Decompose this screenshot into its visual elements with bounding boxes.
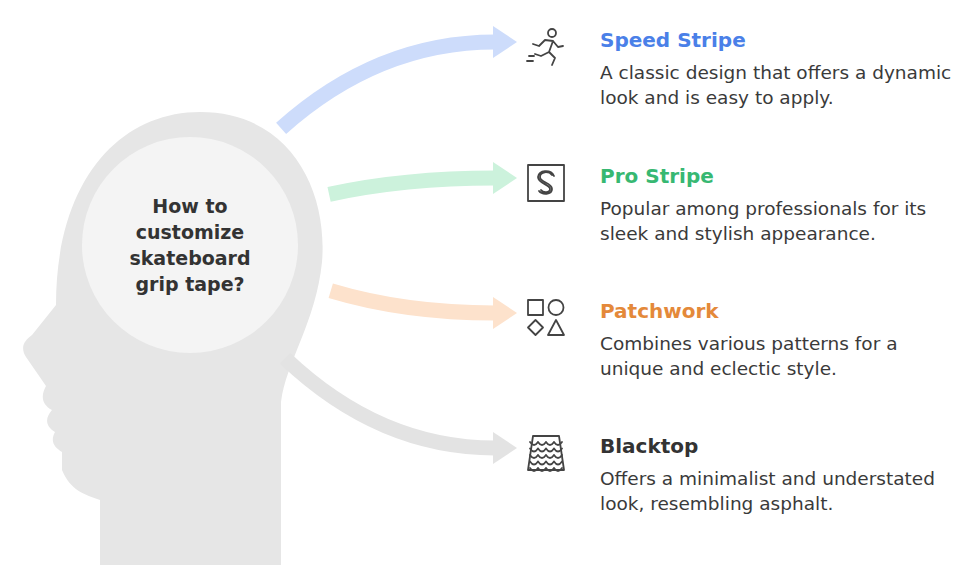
icon-stroke xyxy=(548,320,564,335)
item-icon xyxy=(525,26,567,68)
connector-arrow xyxy=(285,358,517,464)
option-description: Popular among professionals for its slee… xyxy=(600,196,965,246)
connector-arrow xyxy=(329,162,517,194)
icon-stroke xyxy=(528,300,543,315)
item-icon xyxy=(525,432,567,474)
option-description: A classic design that offers a dynamic l… xyxy=(600,60,965,110)
icon-stroke xyxy=(548,29,556,37)
arrowhead xyxy=(493,297,517,329)
item-icon xyxy=(525,162,567,204)
arrowhead xyxy=(493,162,517,194)
option-item: Speed Stripe A classic design that offers… xyxy=(525,26,965,110)
icon-stroke xyxy=(528,165,564,201)
icon-stroke xyxy=(533,40,563,65)
option-heading: Patchwork xyxy=(600,297,965,325)
icon-stroke xyxy=(528,436,564,470)
connector-band xyxy=(285,358,495,448)
connector-band xyxy=(331,291,495,313)
option-description: Offers a minimalist and understated look… xyxy=(600,466,965,516)
arrowhead xyxy=(493,432,517,464)
option-item: Pro StripePopular among professionals fo… xyxy=(525,162,965,246)
icon-stroke xyxy=(530,468,562,471)
connector-band xyxy=(281,42,495,128)
option-heading: Pro Stripe xyxy=(600,162,965,190)
option-heading: Blacktop xyxy=(600,432,965,460)
question-text: How to customize skateboard grip tape? xyxy=(110,193,270,297)
icon-stroke xyxy=(538,171,554,194)
option-item: PatchworkCombines various patterns for a… xyxy=(525,297,965,381)
head-silhouette xyxy=(23,112,323,565)
icon-stroke xyxy=(530,455,562,458)
icon-stroke xyxy=(530,462,562,465)
icon-stroke xyxy=(530,449,562,452)
icon-stroke xyxy=(549,300,564,315)
arrowhead xyxy=(493,26,517,58)
connector-arrow xyxy=(331,291,517,329)
connector-band xyxy=(329,178,495,194)
icon-stroke xyxy=(528,320,543,335)
item-icon xyxy=(525,297,567,339)
icon-stroke xyxy=(527,56,534,61)
option-item: BlacktopOffers a minimalist and understa… xyxy=(525,432,965,516)
connector-arrow xyxy=(281,26,517,128)
icon-stroke xyxy=(530,442,562,445)
option-description: Combines various patterns for a unique a… xyxy=(600,331,965,381)
question-circle: How to customize skateboard grip tape? xyxy=(82,137,298,353)
option-heading: Speed Stripe xyxy=(600,26,965,54)
